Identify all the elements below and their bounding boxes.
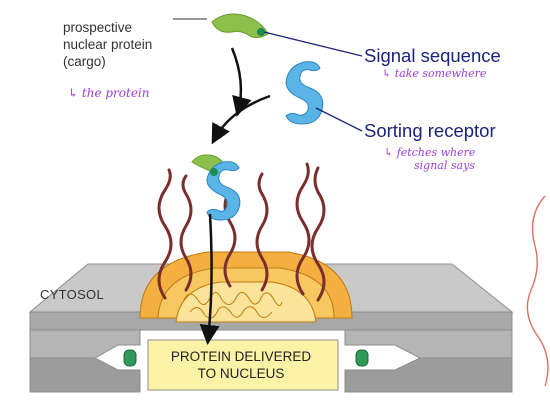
cargo-handwritten-note: ↳ the protein (68, 86, 150, 100)
nucleus-box (147, 339, 339, 391)
receptor-note-line2: signal says (414, 159, 475, 172)
sorting-receptor-icon (285, 61, 324, 125)
signal-handwritten-note: ↳ take somewhere (382, 67, 487, 80)
cargo-label-line1: prospective (63, 20, 133, 35)
cargo-note-text: the protein (81, 86, 150, 100)
receptor-handwritten-note: ↳ fetches where signal says (384, 146, 476, 172)
cargo-label-line3: (cargo) (63, 54, 106, 69)
nucleus-label: PROTEIN DELIVERED TO NUCLEUS (156, 348, 326, 382)
hand-sketch-outline (526, 195, 549, 387)
signal-note-text: take somewhere (394, 67, 487, 80)
cargo-label: prospective nuclear protein (cargo) (63, 19, 152, 70)
cytoplasmic-fibrils (157, 162, 326, 302)
sorting-receptor-label: Sorting receptor (364, 120, 496, 141)
signal-sequence-label: Signal sequence (364, 45, 501, 66)
cargo-label-line2: nuclear protein (63, 37, 153, 52)
leader-lines (173, 18, 363, 132)
cargo-protein-icon (211, 13, 269, 39)
receptor-note-line1: fetches where (396, 146, 476, 159)
import-arrows (199, 47, 271, 345)
cytosol-label: CYTOSOL (40, 287, 104, 302)
nucleus-label-line2: TO NUCLEUS (197, 366, 285, 381)
receptor-cargo-complex-icon (191, 154, 241, 221)
nucleus-label-line1: PROTEIN DELIVERED (170, 349, 312, 364)
